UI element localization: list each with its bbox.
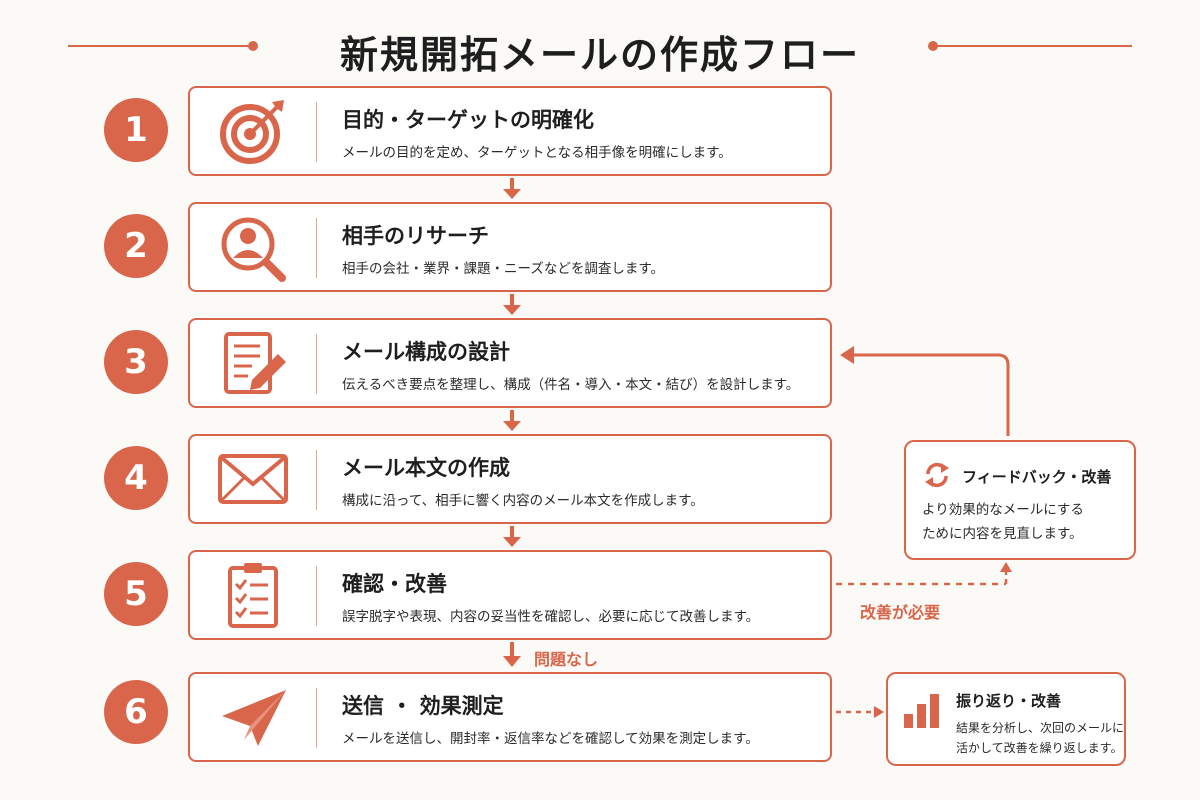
step-1-description: メールの目的を定め、ターゲットとなる相手像を明確にします。 <box>342 145 732 161</box>
refresh-icon <box>922 460 952 494</box>
step-5-number: 5 <box>104 562 168 626</box>
step-4-description: 構成に沿って、相手に響く内容のメール本文を作成します。 <box>342 493 704 509</box>
feedback-card: フィードバック・改善 より効果的なメールにする ために内容を見直します。 <box>904 440 1136 560</box>
page-title: 新規開拓メールの作成フロー <box>339 33 860 77</box>
step-4-number: 4 <box>104 446 168 510</box>
step-2-number: 2 <box>104 214 168 278</box>
feedback-description-line-2: ために内容を見直します。 <box>922 526 1083 542</box>
step-1-title: 目的・ターゲットの明確化 <box>342 108 594 132</box>
step-3-description: 伝えるべき要点を整理し、構成（件名・導入・本文・結び）を設計します。 <box>342 377 800 393</box>
step-3-number: 3 <box>104 330 168 394</box>
envelope-icon <box>210 444 298 514</box>
step-5-card: 確認・改善 誤字脱字や表現、内容の妥当性を確認し、必要に応じて改善します。 <box>188 550 832 640</box>
review-description-line-1: 結果を分析し、次回のメールに <box>956 721 1125 735</box>
arrow-down-icon <box>503 410 521 431</box>
paper-plane-icon <box>210 682 298 752</box>
step-3-card: メール構成の設計 伝えるべき要点を整理し、構成（件名・導入・本文・結び）を設計し… <box>188 318 832 408</box>
step-1-divider <box>316 102 317 162</box>
arrow-down-icon <box>503 526 521 547</box>
step-5-divider <box>316 566 317 626</box>
step-6-description: メールを送信し、開封率・返信率などを確認して効果を測定します。 <box>342 731 759 747</box>
title-decoration-dot-right <box>928 41 938 51</box>
title-area: 新規開拓メールの作成フロー <box>0 18 1200 77</box>
bar-chart-icon <box>902 692 942 732</box>
step-6-card: 送信 ・ 効果測定 メールを送信し、開封率・返信率などを確認して効果を測定します… <box>188 672 832 762</box>
feedback-title: フィードバック・改善 <box>962 468 1112 486</box>
no-issue-label: 問題なし <box>534 650 599 669</box>
step-5-description: 誤字脱字や表現、内容の妥当性を確認し、必要に応じて改善します。 <box>342 609 760 625</box>
step-2-divider <box>316 218 317 278</box>
target-icon <box>210 96 298 166</box>
step-3-title: メール構成の設計 <box>342 340 510 364</box>
review-card: 振り返り・改善 結果を分析し、次回のメールに 活かして改善を繰り返します。 <box>886 672 1126 766</box>
arrow-down-icon <box>503 294 521 315</box>
title-decoration-line-right <box>936 45 1132 47</box>
step-1-card: 目的・ターゲットの明確化 メールの目的を定め、ターゲットとなる相手像を明確にしま… <box>188 86 832 176</box>
person-search-icon <box>210 212 298 282</box>
step-6-title: 送信 ・ 効果測定 <box>342 694 504 718</box>
arrow-down-icon <box>503 642 521 667</box>
document-edit-icon <box>210 328 298 398</box>
step-4-divider <box>316 450 317 510</box>
step-6-divider <box>316 688 317 748</box>
step-5-title: 確認・改善 <box>342 572 447 596</box>
step-1-number: 1 <box>104 98 168 162</box>
step-2-title: 相手のリサーチ <box>342 224 489 248</box>
review-title: 振り返り・改善 <box>956 692 1062 710</box>
title-decoration-dot-left <box>248 41 258 51</box>
step-2-card: 相手のリサーチ 相手の会社・業界・課題・ニーズなどを調査します。 <box>188 202 832 292</box>
step-4-card: メール本文の作成 構成に沿って、相手に響く内容のメール本文を作成します。 <box>188 434 832 524</box>
feedback-description-line-1: より効果的なメールにする <box>922 502 1084 518</box>
step-2-description: 相手の会社・業界・課題・ニーズなどを調査します。 <box>342 261 664 277</box>
step-6-number: 6 <box>104 680 168 744</box>
review-description-line-2: 活かして改善を繰り返します。 <box>956 741 1123 755</box>
needs-improvement-label: 改善が必要 <box>860 603 941 622</box>
clipboard-check-icon <box>210 560 298 630</box>
step-4-title: メール本文の作成 <box>342 456 510 480</box>
step-3-divider <box>316 334 317 394</box>
arrow-down-icon <box>503 178 521 199</box>
title-decoration-line-left <box>68 45 248 47</box>
